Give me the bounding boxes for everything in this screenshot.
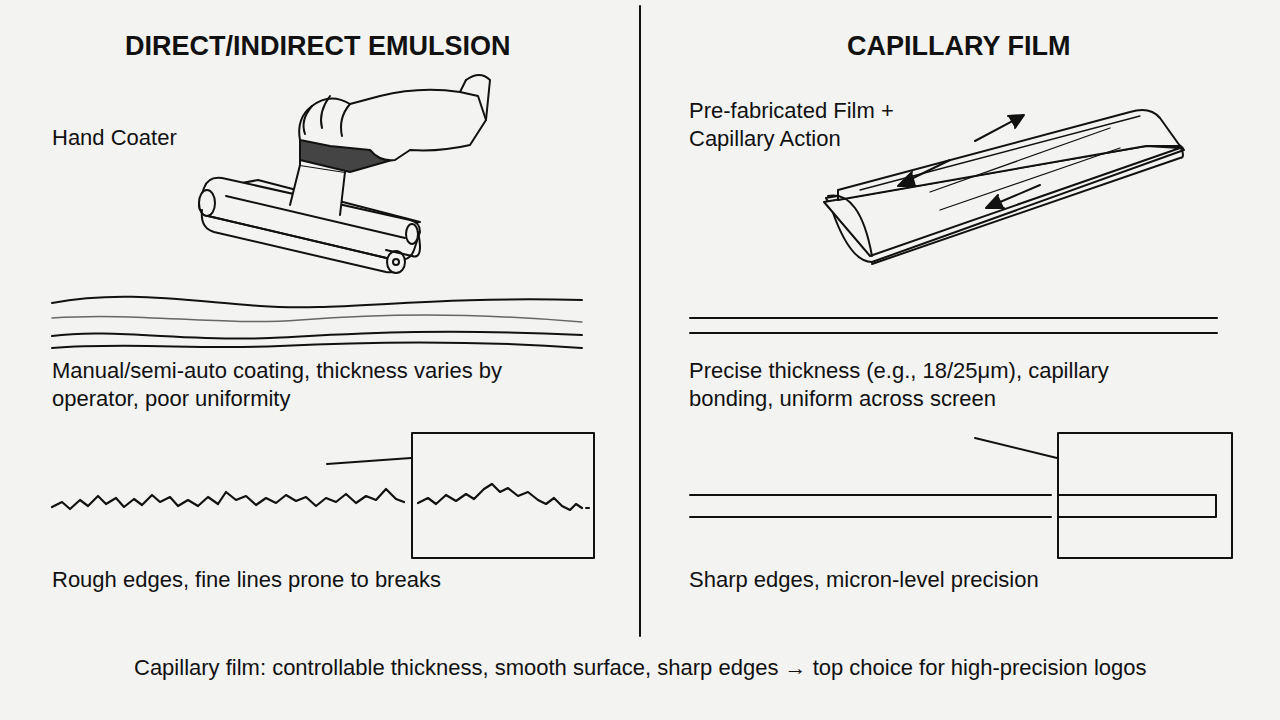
rough-edge-zoom — [418, 484, 582, 510]
note-text: Manual/semi-auto coating, thickness vari… — [52, 357, 532, 412]
leader-line — [327, 458, 411, 464]
sharp-edge-zoom — [1058, 495, 1216, 517]
sharp-edge — [690, 494, 1051, 496]
sharp-edge — [690, 516, 1051, 518]
note-text: Sharp edges, micron-level precision — [689, 566, 1249, 594]
note-text: Rough edges, fine lines prone to breaks — [52, 566, 612, 594]
column-heading: CAPILLARY FILM — [847, 30, 1071, 64]
zoom-box — [1058, 433, 1232, 558]
uneven-coating-lines — [52, 297, 582, 348]
capillary-film — [824, 110, 1184, 264]
uniform-line — [690, 332, 1217, 334]
note-text: Pre-fabricated Film + Capillary Action — [689, 97, 924, 152]
column-heading: DIRECT/INDIRECT EMULSION — [125, 30, 511, 64]
rough-edge — [52, 489, 404, 509]
uniform-line — [690, 317, 1217, 319]
note-text: Precise thickness (e.g., 18/25μm), capil… — [689, 357, 1189, 412]
leader-line — [975, 438, 1057, 458]
caption: Capillary film: controllable thickness, … — [134, 654, 1146, 682]
zoom-box — [412, 433, 594, 558]
divider — [639, 6, 641, 636]
hand-coater — [199, 75, 490, 273]
note-text: Hand Coater — [52, 124, 352, 152]
